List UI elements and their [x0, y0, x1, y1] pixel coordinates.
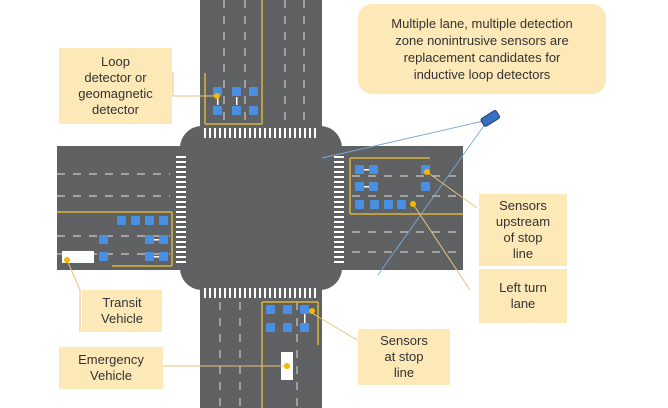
yellow-lines-north	[204, 0, 263, 125]
intersection-box	[180, 126, 342, 290]
lane-lines-south	[219, 302, 298, 408]
left-turn-lane-label: Left turn lane	[479, 269, 567, 323]
loop-detector-label: Loop detector or geomagnetic detector	[59, 48, 172, 124]
detection-zones-south	[266, 305, 309, 332]
yellow-lines-south	[261, 301, 319, 408]
curb-corner-se	[322, 270, 342, 290]
curb-corner-nw	[180, 126, 200, 146]
sensor-beams	[321, 119, 489, 276]
crosswalk-west	[176, 156, 186, 263]
nonintrusive-sensor-icon	[480, 110, 501, 127]
detection-zones-west	[99, 216, 168, 261]
yellow-lines-west	[57, 211, 173, 267]
leader-lines	[66, 72, 478, 367]
crosswalk-east	[334, 156, 344, 263]
transit-vehicle-label: Transit Vehicle	[82, 290, 162, 332]
emergency-vehicle-label: Emergency Vehicle	[59, 347, 163, 389]
detection-links-south	[304, 314, 306, 323]
detection-links-east	[364, 169, 369, 188]
detection-links-west	[154, 239, 159, 258]
yellow-lines-east	[349, 157, 463, 215]
curb-corner-sw	[180, 270, 200, 290]
sensors-upstream-label: Sensors upstream of stop line	[479, 194, 567, 266]
lane-lines-east	[352, 175, 463, 253]
crosswalk-south	[204, 288, 316, 298]
info-bubble: Multiple lane, multiple detection zone n…	[358, 4, 606, 94]
marker-dots	[64, 93, 430, 369]
detection-links-north	[217, 97, 238, 105]
curb-corner-ne	[322, 126, 342, 146]
sensors-stop-line-label: Sensors at stop line	[358, 329, 450, 385]
road-north	[200, 0, 322, 146]
crosswalk-north	[204, 128, 316, 138]
lane-lines-north	[223, 0, 305, 124]
